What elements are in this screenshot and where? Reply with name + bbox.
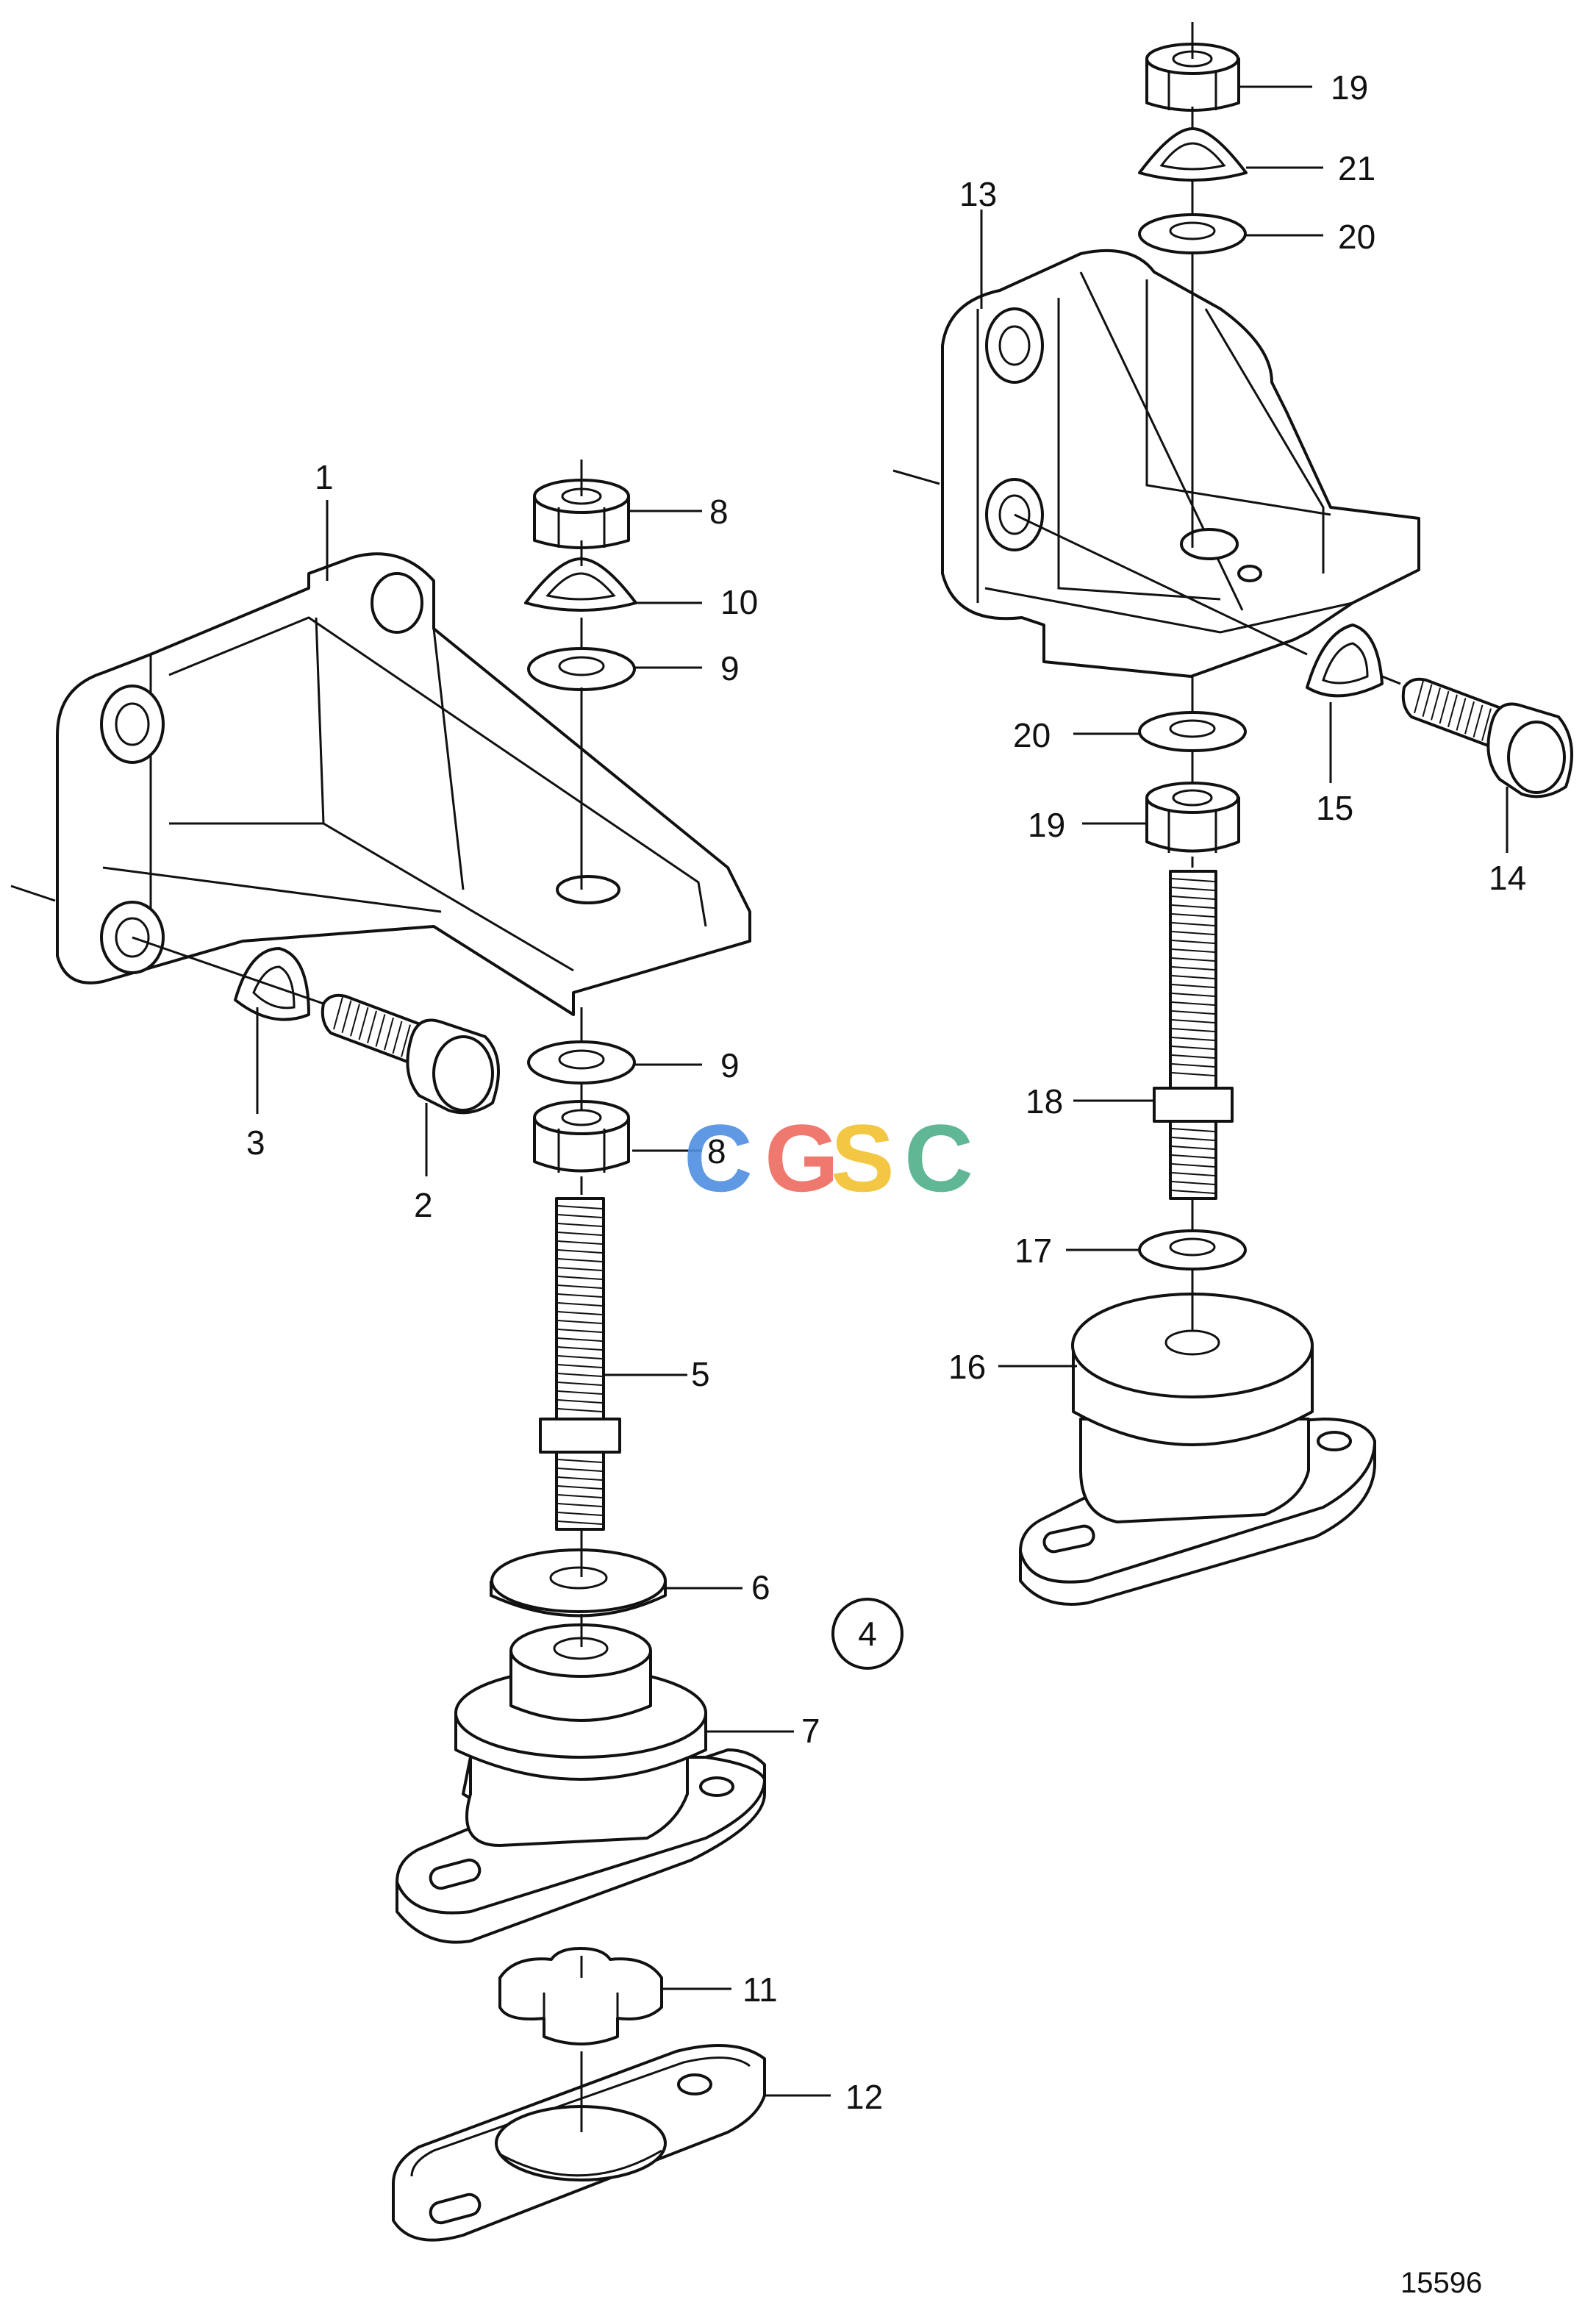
label-part-20-top: 20	[1338, 218, 1375, 256]
label-part-1: 1	[315, 458, 334, 496]
label-part-15: 15	[1316, 789, 1353, 827]
label-part-13: 13	[959, 175, 997, 213]
leader-lines	[256, 85, 1509, 2097]
hex-nut-19-bottom	[1145, 782, 1240, 853]
hex-nut-8-bottom	[533, 1100, 630, 1173]
flat-washer-6	[490, 1548, 667, 1618]
flat-washer-17	[1138, 1229, 1247, 1271]
label-part-17: 17	[1015, 1232, 1052, 1270]
watermark-letter: C	[684, 1104, 753, 1212]
label-part-3: 3	[246, 1123, 265, 1162]
label-part-12: 12	[845, 2078, 883, 2116]
rubber-mount-7	[396, 1623, 766, 1944]
axis-right-bolt	[892, 469, 1401, 685]
stud-18	[1153, 870, 1234, 1200]
flat-washer-20-bottom	[1138, 711, 1247, 752]
hex-nut-19-top	[1145, 43, 1240, 112]
label-part-7: 7	[801, 1712, 820, 1750]
label-part-8-bottom: 8	[707, 1132, 726, 1171]
watermark-letter: G	[765, 1104, 839, 1212]
label-part-2: 2	[414, 1186, 433, 1224]
engine-bracket-right	[941, 249, 1420, 678]
lock-washer-10	[524, 557, 637, 612]
figure-id: 15596	[1400, 2267, 1482, 2299]
rubber-mount-16	[1019, 1293, 1376, 1606]
label-part-20-bottom: 20	[1013, 716, 1051, 754]
axis-left-bolt	[10, 885, 324, 1005]
flat-washer-9-bottom	[527, 1040, 636, 1084]
bolt-14	[1401, 677, 1573, 798]
label-part-6: 6	[751, 1568, 770, 1607]
group-number: 4	[858, 1615, 877, 1653]
watermark-letter: C	[904, 1104, 973, 1212]
bolt-2	[321, 993, 500, 1115]
lock-washer-21	[1138, 127, 1248, 182]
label-part-21: 21	[1338, 149, 1375, 187]
flat-washer-9-top	[527, 647, 636, 691]
label-part-8-top: 8	[709, 493, 729, 531]
label-part-10: 10	[720, 583, 758, 621]
engine-bracket-left	[56, 552, 751, 1016]
watermark-letter: S	[831, 1104, 895, 1212]
label-part-18: 18	[1026, 1082, 1063, 1121]
flat-washer-20-top	[1138, 213, 1247, 254]
label-part-19-top: 19	[1331, 68, 1368, 107]
spacer-11	[498, 1947, 663, 2045]
label-part-9-top: 9	[720, 649, 740, 687]
part-labels: 1 2 3 5 6 7 8 8 9 9 10 11 12 13 14 15 16…	[246, 68, 1526, 2116]
lock-washer-15	[1306, 623, 1384, 698]
label-part-19-bottom: 19	[1028, 806, 1065, 844]
label-part-14: 14	[1489, 859, 1526, 897]
label-part-11: 11	[742, 1970, 778, 2009]
stud-5	[539, 1197, 621, 1531]
lock-washer-3	[234, 947, 310, 1021]
label-part-9-bottom: 9	[720, 1046, 740, 1084]
group-number-badge: 4	[831, 1598, 903, 1670]
label-part-16: 16	[948, 1348, 986, 1386]
base-plate-12	[392, 2044, 766, 2242]
label-part-5: 5	[691, 1355, 710, 1393]
